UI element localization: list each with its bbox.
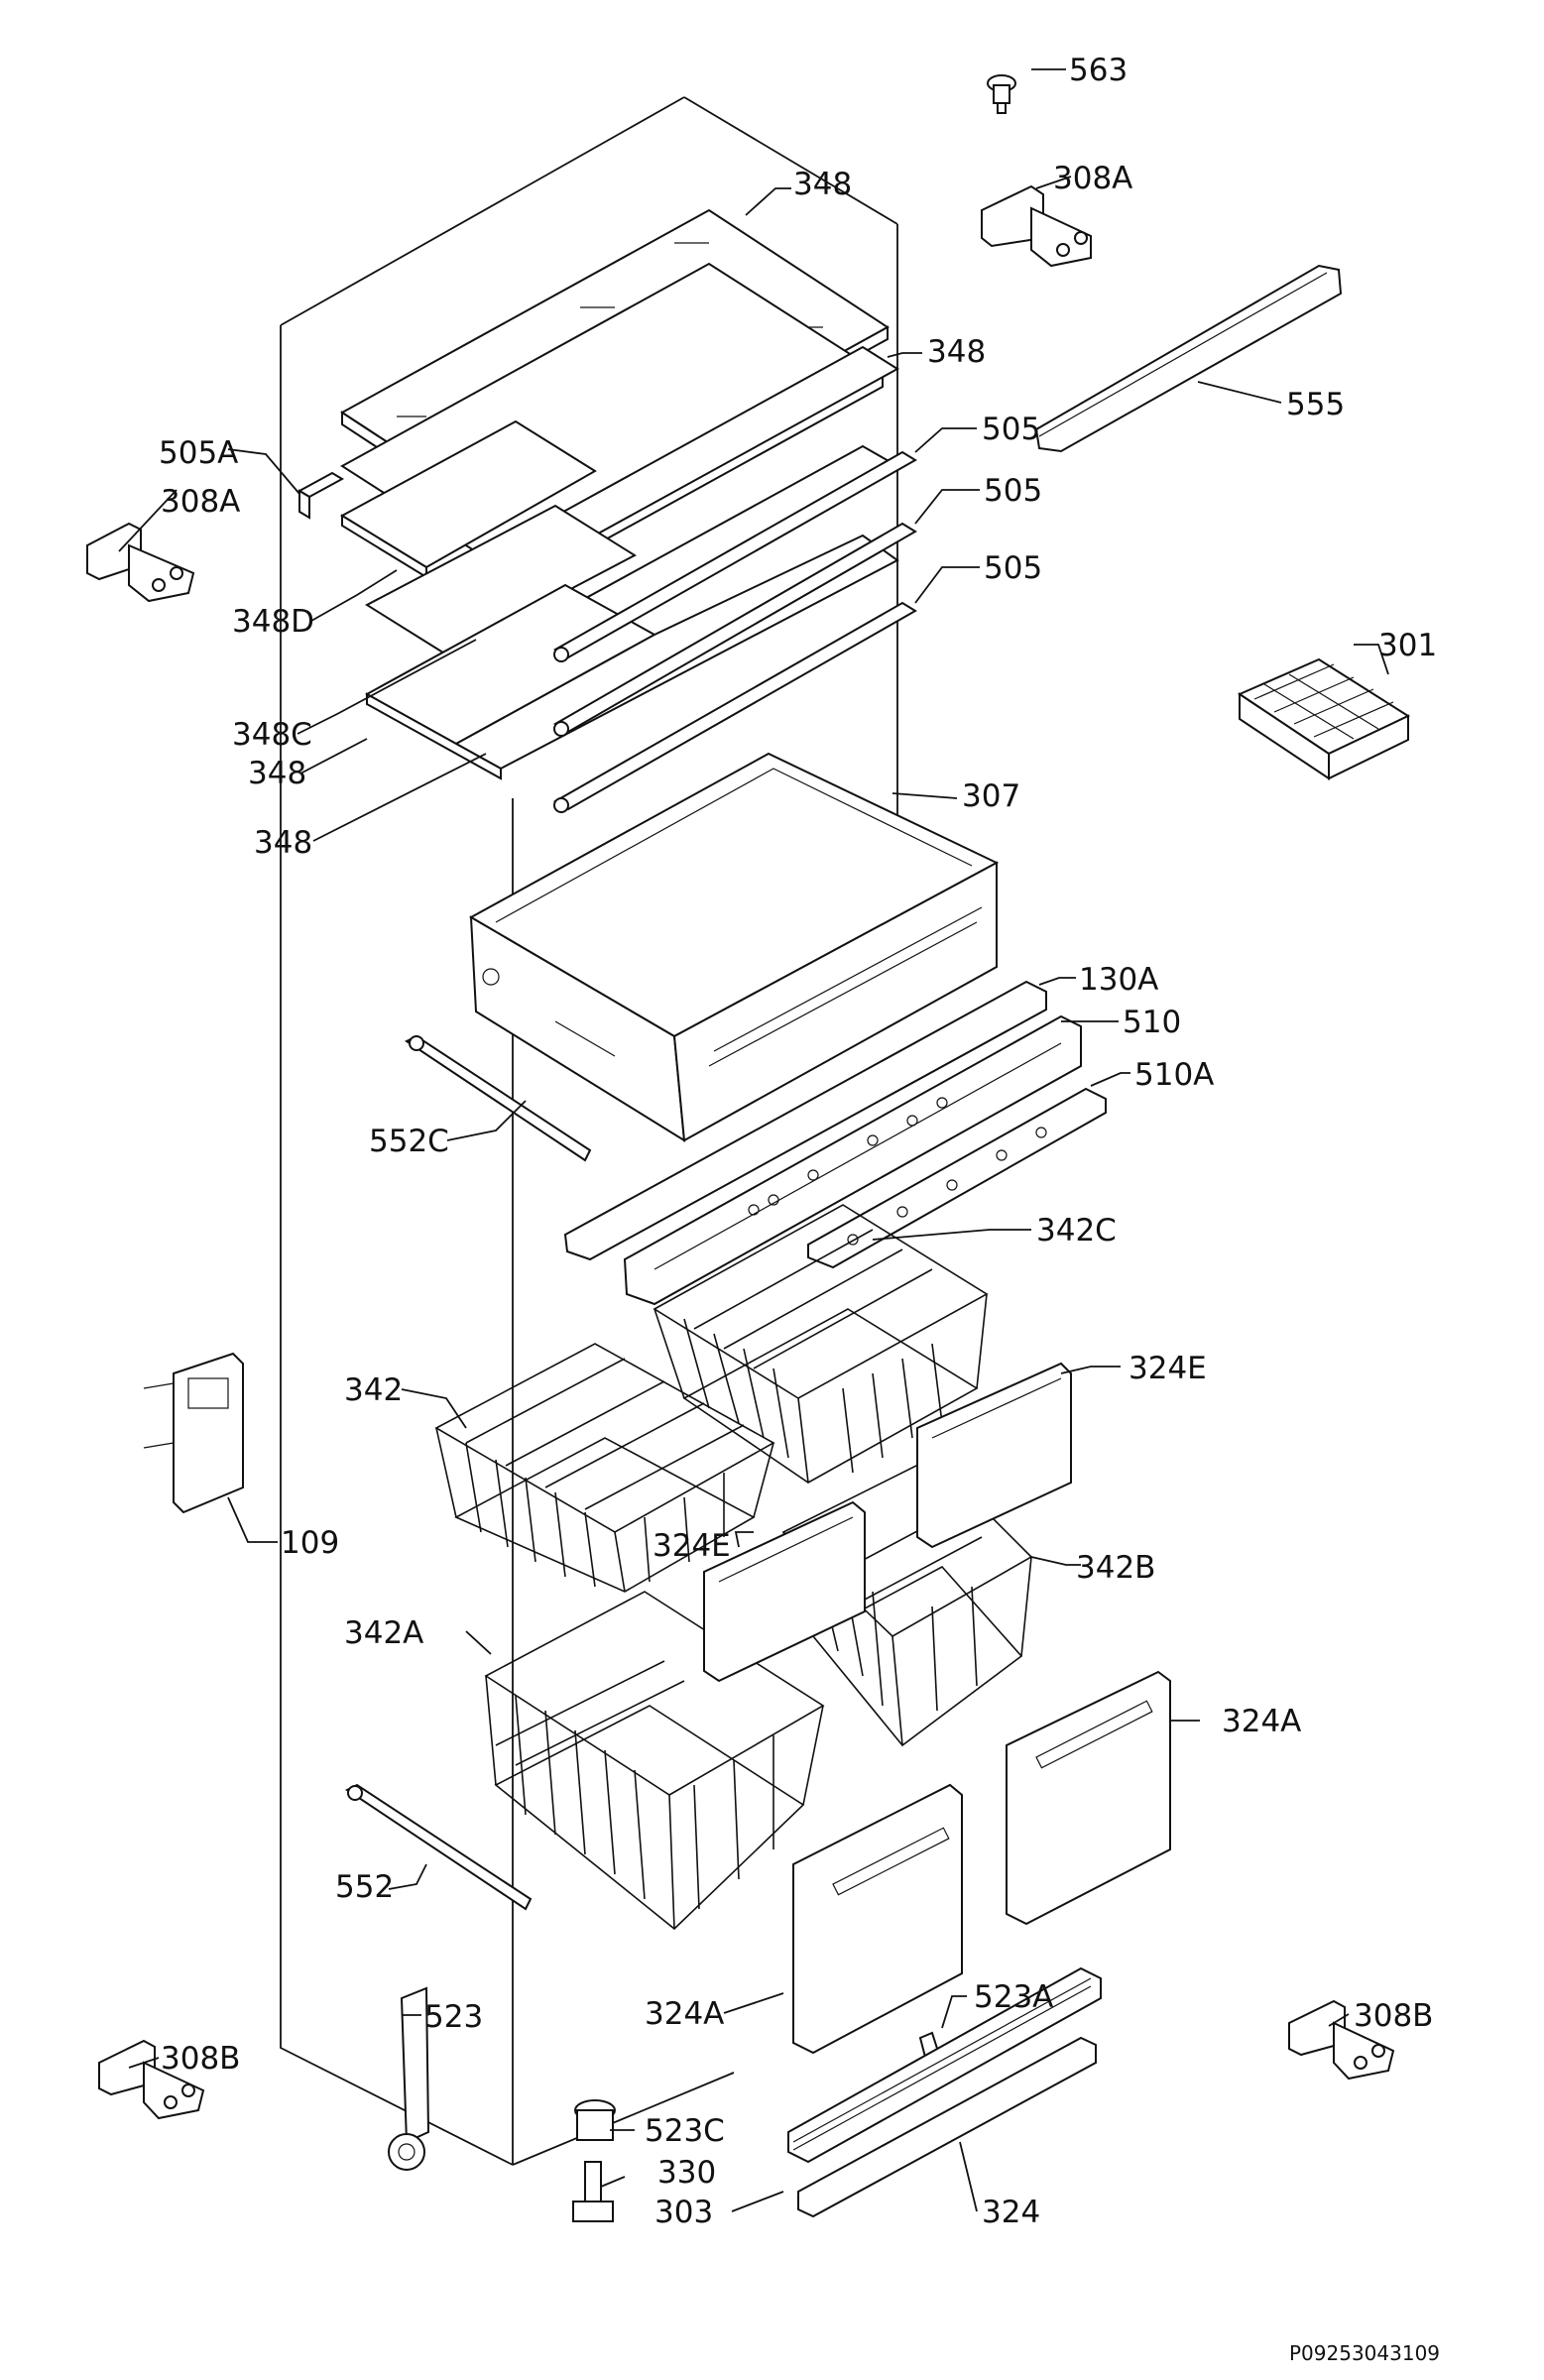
label-510a: 510A xyxy=(1134,1057,1214,1093)
basket-342c xyxy=(653,1204,989,1484)
label-324: 324 xyxy=(982,2195,1040,2230)
label-348c: 348C xyxy=(232,717,312,753)
rail-552 xyxy=(345,1783,533,1911)
basket-front-324a-center xyxy=(792,1783,963,2055)
label-308b-right: 308B xyxy=(1354,1998,1433,2034)
label-109: 109 xyxy=(281,1525,339,1561)
plug-563 xyxy=(987,74,1016,114)
label-324e-right: 324E xyxy=(1128,1351,1207,1386)
basket-342 xyxy=(434,1343,775,1593)
shelf-trim-505-b xyxy=(553,522,917,737)
label-505a: 505A xyxy=(159,435,238,471)
label-342a: 342A xyxy=(344,1615,423,1651)
label-552c: 552C xyxy=(369,1124,449,1159)
label-555: 555 xyxy=(1286,387,1345,422)
foot-523 xyxy=(388,1986,430,2171)
screw-330 xyxy=(572,2161,614,2222)
plinth-cover-324 xyxy=(797,2036,1097,2218)
label-301: 301 xyxy=(1378,628,1437,663)
label-130a: 130A xyxy=(1079,962,1158,998)
rail-552c xyxy=(405,1034,592,1162)
label-510: 510 xyxy=(1123,1005,1181,1040)
flap-324e-center xyxy=(703,1500,866,1683)
seal-strip-130a xyxy=(563,980,1047,1261)
label-307: 307 xyxy=(962,778,1020,814)
label-330: 330 xyxy=(657,2155,716,2191)
label-324a-right: 324A xyxy=(1222,1704,1301,1739)
label-505-a: 505 xyxy=(982,412,1040,447)
label-342: 342 xyxy=(344,1372,403,1408)
label-324a-center: 324A xyxy=(645,1996,724,2032)
hinge-308a-left xyxy=(86,522,195,603)
label-324e-center: 324E xyxy=(653,1528,731,1564)
hinge-308b-left xyxy=(98,2039,205,2120)
top-trim-555 xyxy=(1034,264,1343,453)
hinge-308b-right xyxy=(1288,1999,1395,2081)
label-523c: 523C xyxy=(645,2113,725,2149)
control-panel-510 xyxy=(623,1014,1082,1306)
hinge-308a-top xyxy=(981,184,1092,268)
label-308a-left: 308A xyxy=(161,484,240,520)
drawing-code: P09253043109 xyxy=(1289,2341,1440,2365)
label-342c: 342C xyxy=(1036,1213,1117,1249)
label-348d: 348D xyxy=(232,604,314,640)
flap-324e-right xyxy=(916,1362,1072,1549)
label-523: 523 xyxy=(424,1999,483,2035)
label-563: 563 xyxy=(1069,53,1128,88)
bushing-523c xyxy=(574,2099,616,2141)
shelf-trim-505a xyxy=(297,471,345,520)
label-348-d: 348 xyxy=(254,825,312,861)
label-308b-left: 308B xyxy=(161,2041,240,2077)
label-505-b: 505 xyxy=(984,473,1042,509)
shelf-trim-505-c xyxy=(553,601,917,813)
label-308a-top: 308A xyxy=(1053,161,1132,196)
drawer-307 xyxy=(468,752,1000,1142)
basket-front-324a-right xyxy=(1006,1670,1171,1926)
label-552: 552 xyxy=(335,1869,394,1905)
bracket-109 xyxy=(143,1352,244,1514)
ice-tray-301 xyxy=(1237,657,1411,780)
label-348-c: 348 xyxy=(248,756,306,791)
callout-labels: 563 308A 348 348 555 505A 505 505 505 30… xyxy=(159,53,1437,2230)
leader-lines xyxy=(118,68,1389,2212)
plinth-grille-303 xyxy=(787,1966,1102,2164)
label-523a: 523A xyxy=(974,1979,1053,2015)
label-505-c: 505 xyxy=(984,550,1042,586)
shelf-trim-505-a xyxy=(553,450,917,662)
label-348-b: 348 xyxy=(927,334,986,370)
label-303: 303 xyxy=(654,2195,713,2230)
label-342b: 342B xyxy=(1076,1550,1155,1586)
panel-cover-510a xyxy=(807,1087,1107,1269)
basket-342a xyxy=(484,1591,825,1931)
label-348-a: 348 xyxy=(793,167,852,202)
